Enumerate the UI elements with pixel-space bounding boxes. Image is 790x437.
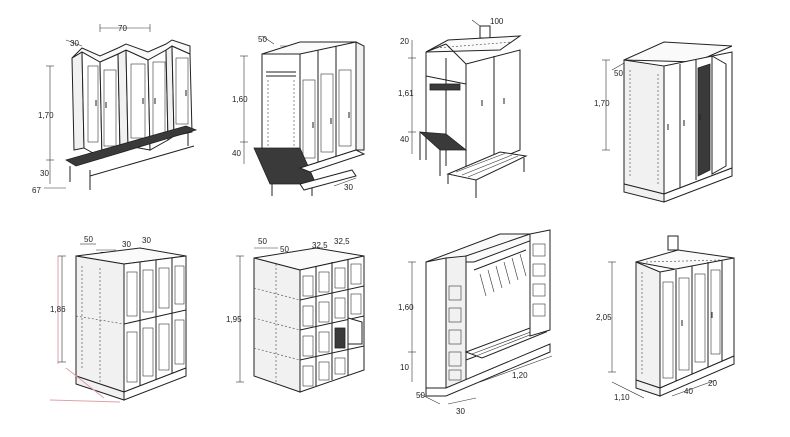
fig4-dim-height: 1,70 [594,99,610,108]
fig6-dim-height: 1,95 [226,315,242,324]
figure-2-open-lockers-bench: 50 50 1,60 40 30 [232,35,366,196]
fig7-dim-height: 1,60 [398,303,414,312]
fig2-dim-depth: 50 [258,35,267,44]
fig3-dim-height: 1,61 [398,89,414,98]
figure-7-wardrobe-hanging: 1,60 10 1,20 50 30 [398,229,553,416]
figure-8-tall-lockers-roof: 2,05 1,10 40 20 [596,235,735,402]
fig1-dim-bench-height: 30 [40,169,49,178]
fig1-dim-height: 1,70 [38,111,54,120]
fig2-dim-bench-depth: 30 [344,183,353,192]
figure-6-cube-lockers: 50 50 32,5 32,5 [226,237,365,393]
fig8-dim-height: 2,05 [596,313,612,322]
fig6-dim-b: 50 [280,245,289,254]
fig5-dim-c: 30 [122,240,131,249]
figure-5-two-tier-lockers: 50 50 30 30 1,86 [49,235,187,403]
fig1-dim-width: 70 [118,24,127,33]
figure-3-frame-with-bench: 100 20 1,61 40 [398,17,528,198]
figure-1-angled-lockers: 30 70 1,70 30 [32,24,198,195]
fig3-dim-roof: 20 [400,37,409,46]
fig6-dim-d: 32,5 [334,237,350,246]
fig5-dim-a: 50 [84,235,93,244]
figure-4-lockers-open-door: 18 50 1,70 [594,41,733,203]
fig3-dim-bench-height: 40 [400,135,409,144]
fig8-dim-unit: 20 [708,379,717,388]
fig6-dim-c: 32,5 [312,241,328,250]
fig7-dim-depth: 50 [416,391,425,400]
fig8-dim-depth: 1,10 [614,393,630,402]
fig2-dim-height: 1,60 [232,95,248,104]
fig7-dim-width: 1,20 [512,371,528,380]
fig6-dim-a: 50 [258,237,267,246]
fig1-dim-depth: 30 [70,39,79,48]
fig8-dim-width: 40 [684,387,693,396]
fig3-dim-top: 100 [490,17,504,26]
fig2-dim-bench-height: 40 [232,149,241,158]
fig5-dim-d: 30 [142,236,151,245]
fig5-dim-height: 1,86 [50,305,66,314]
fig7-dim-plinth: 10 [400,363,409,372]
fig4-dim-depth: 50 [614,69,623,78]
fig7-dim-e: 30 [456,407,465,416]
fig1-dim-bench-depth: 67 [32,186,41,195]
